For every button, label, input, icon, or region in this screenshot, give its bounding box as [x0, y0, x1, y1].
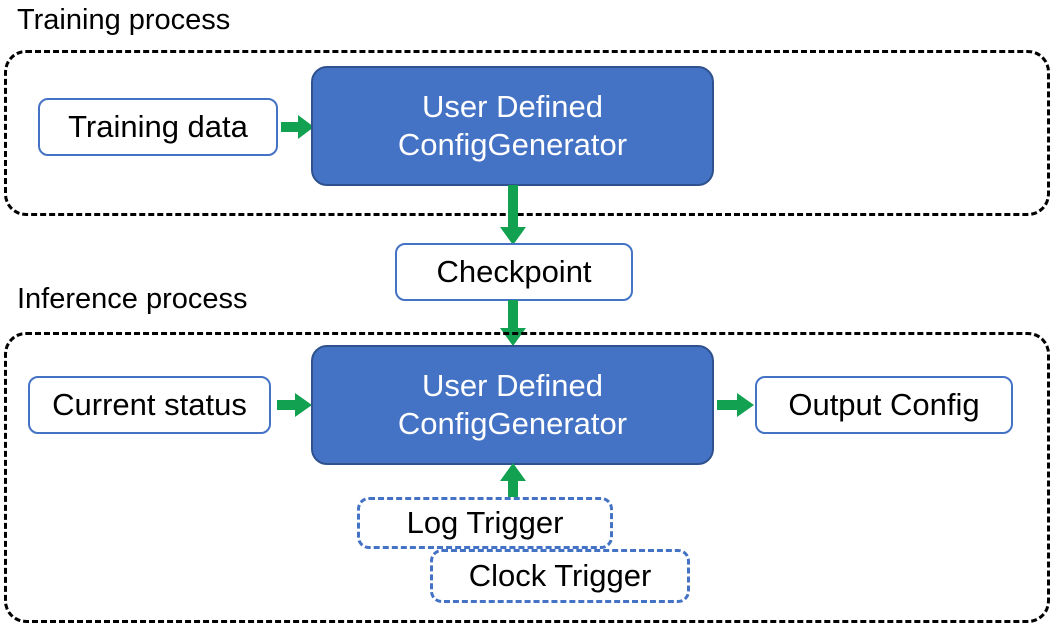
inference-process-region — [4, 332, 1050, 623]
log-trigger-label: Log Trigger — [406, 505, 564, 540]
output-config-node[interactable]: Output Config — [755, 376, 1013, 434]
log-trigger-node[interactable]: Log Trigger — [357, 497, 613, 549]
training-section-caption: Training process — [17, 4, 231, 36]
checkpoint-node[interactable]: Checkpoint — [395, 243, 633, 301]
inference-config-generator-label-line1: User Defined — [422, 368, 603, 403]
training-data-node[interactable]: Training data — [38, 98, 278, 156]
arrow-training-data-to-generator — [281, 113, 315, 141]
training-process-region — [4, 50, 1050, 216]
clock-trigger-node[interactable]: Clock Trigger — [430, 549, 690, 603]
arrow-generator-to-output-config — [717, 391, 755, 419]
arrow-trigger-to-generator — [497, 463, 529, 505]
current-status-node[interactable]: Current status — [28, 376, 271, 434]
inference-config-generator-node[interactable]: User Defined ConfigGenerator — [311, 345, 714, 465]
training-config-generator-node[interactable]: User Defined ConfigGenerator — [311, 66, 714, 186]
training-config-generator-label-line2: ConfigGenerator — [397, 127, 628, 162]
inference-config-generator-label-line2: ConfigGenerator — [397, 406, 628, 441]
inference-section-caption: Inference process — [17, 283, 248, 315]
checkpoint-label: Checkpoint — [436, 254, 592, 289]
training-data-label: Training data — [68, 109, 248, 144]
arrow-generator-to-checkpoint — [497, 185, 529, 247]
current-status-label: Current status — [52, 387, 247, 422]
arrow-current-status-to-generator — [277, 391, 313, 419]
output-config-label: Output Config — [788, 387, 980, 422]
training-config-generator-label-line1: User Defined — [422, 89, 603, 124]
clock-trigger-label: Clock Trigger — [468, 558, 652, 593]
